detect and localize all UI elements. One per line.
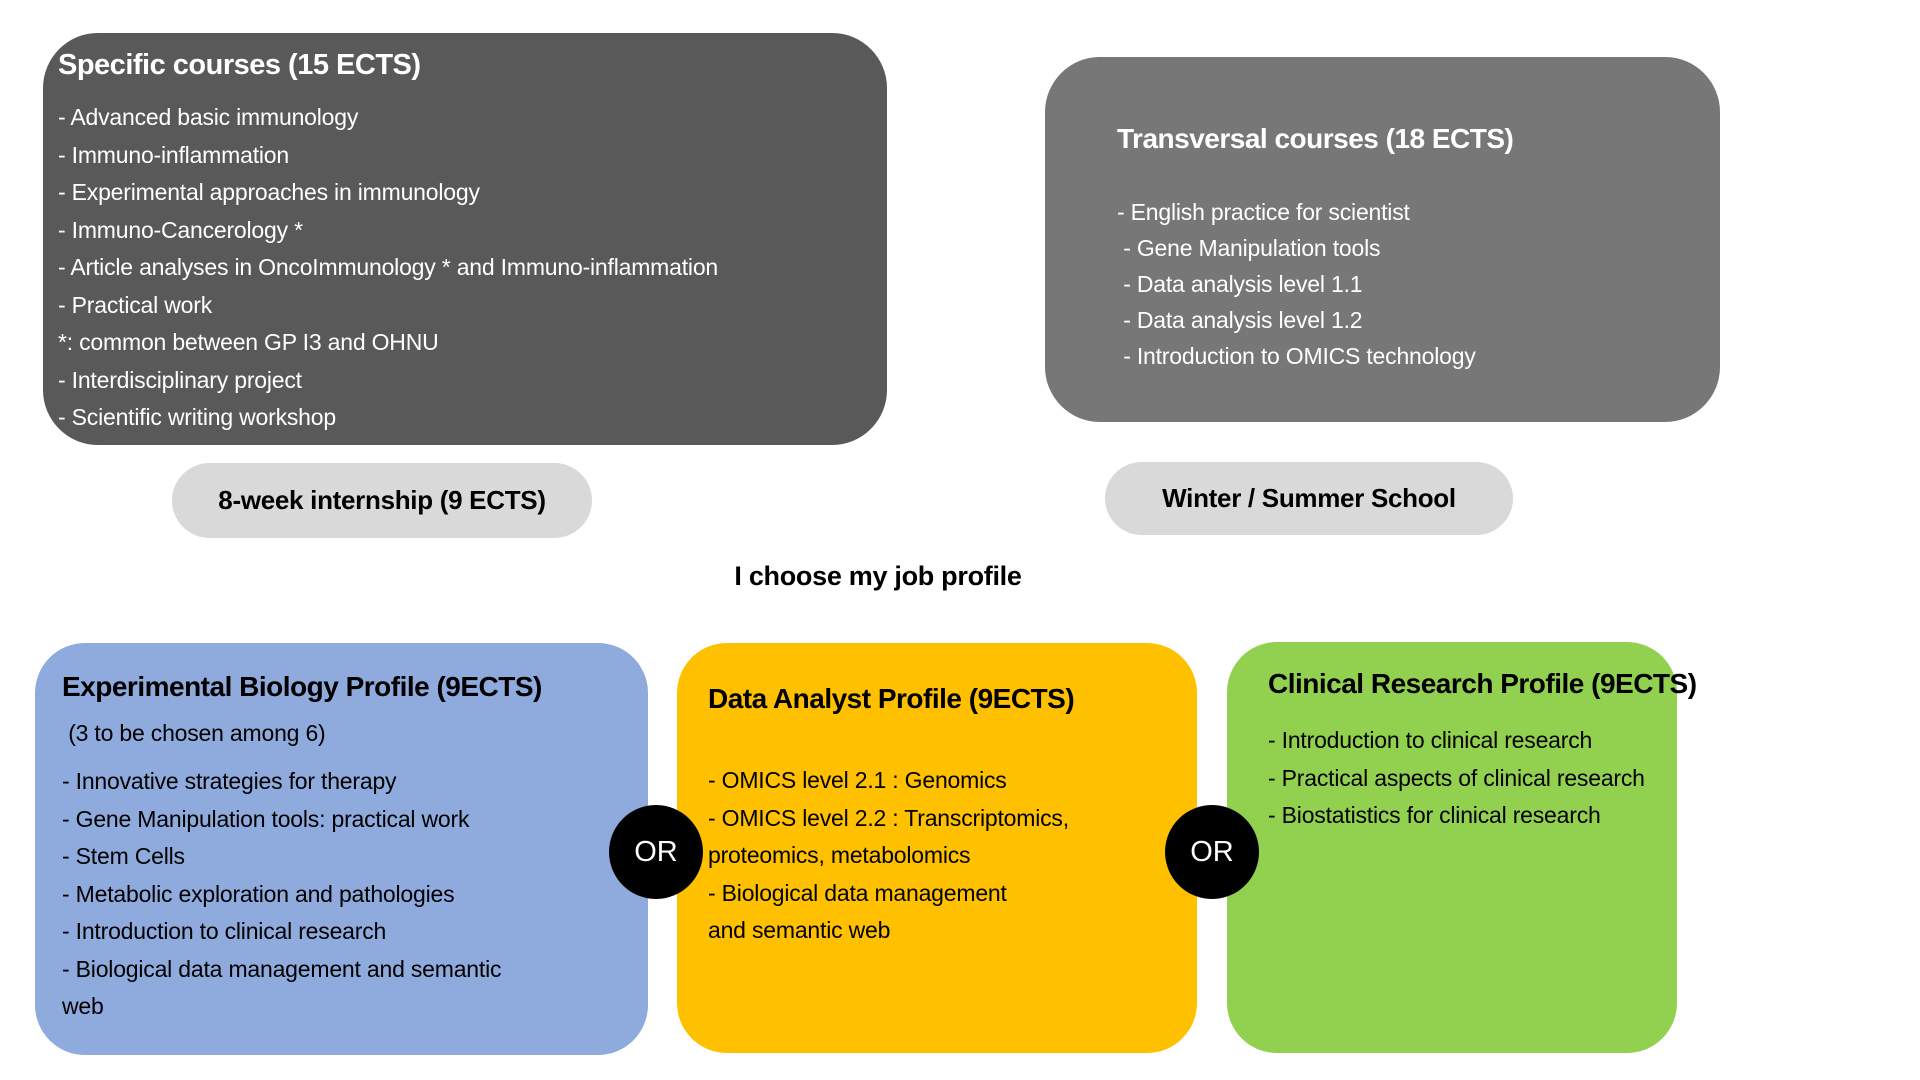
or-connector: OR (609, 805, 703, 899)
course-item: - Data analysis level 1.1 (1117, 271, 1363, 297)
course-item: - Biological data management and semanti… (62, 955, 502, 982)
course-item: - Introduction to OMICS technology (1117, 343, 1476, 369)
course-item: - Biostatistics for clinical research (1268, 802, 1601, 828)
course-item: - Practical work (58, 291, 212, 318)
course-item: - Immuno-Cancerology * (58, 216, 303, 243)
data-analyst-profile-title: Data Analyst Profile (9ECTS) (708, 683, 1075, 714)
course-item: - Experimental approaches in immunology (58, 179, 480, 205)
course-item: - Introduction to clinical research (1268, 727, 1593, 753)
course-item: - Stem Cells (62, 843, 185, 869)
transversal-courses-box: Transversal courses (18 ECTS) - English … (1045, 57, 1720, 422)
course-item: - Innovative strategies for therapy (62, 768, 397, 794)
course-item: - Gene Manipulation tools (1117, 235, 1381, 261)
course-item-wrap: proteomics, metabolomics (708, 842, 971, 868)
course-item-wrap: web (62, 993, 104, 1019)
experimental-biology-profile-box: Experimental Biology Profile (9ECTS) (3 … (35, 643, 648, 1055)
transversal-courses-list: - English practice for scientist - Gene … (1117, 194, 1700, 374)
course-item: - Metabolic exploration and pathologies (62, 880, 455, 907)
specific-courses-box: Specific courses (15 ECTS) - Advanced ba… (43, 33, 887, 445)
data-analyst-profile-list: - OMICS level 2.1 : Genomics - OMICS lev… (708, 762, 1179, 950)
course-item: - OMICS level 2.1 : Genomics (708, 767, 1007, 793)
clinical-research-profile-title: Clinical Research Profile (9ECTS) (1268, 668, 1697, 699)
course-item: - Immuno-inflammation (58, 141, 289, 168)
course-item: - Introduction to clinical research (62, 918, 387, 944)
winter-summer-school-pill: Winter / Summer School (1105, 462, 1513, 535)
experimental-biology-profile-subtitle: (3 to be chosen among 6) (62, 720, 326, 746)
choose-job-profile-label: I choose my job profile (734, 561, 1022, 591)
course-item-wrap: and semantic web (708, 917, 891, 943)
course-item: - Scientific writing workshop (58, 404, 336, 430)
or-label: OR (634, 835, 678, 868)
course-item: - Interdisciplinary project (58, 366, 302, 393)
internship-pill: 8-week internship (9 ECTS) (172, 463, 592, 538)
course-item: - Biological data management (708, 879, 1007, 906)
course-item: - OMICS level 2.2 : Transcriptomics, (708, 804, 1069, 831)
specific-courses-list: - Advanced basic immunology - Immuno-inf… (58, 99, 869, 437)
or-connector: OR (1165, 805, 1259, 899)
clinical-research-profile-box: Clinical Research Profile (9ECTS) - Intr… (1227, 642, 1697, 1053)
course-item: - English practice for scientist (1117, 199, 1410, 225)
specific-courses-title: Specific courses (15 ECTS) (58, 49, 421, 81)
course-footnote: *: common between GP I3 and OHNU (58, 329, 439, 355)
data-analyst-profile-box: Data Analyst Profile (9ECTS) - OMICS lev… (677, 643, 1197, 1053)
transversal-courses-title: Transversal courses (18 ECTS) (1117, 123, 1514, 154)
course-item: - Gene Manipulation tools: practical wor… (62, 805, 470, 832)
experimental-biology-profile-list: - Innovative strategies for therapy - Ge… (62, 763, 630, 1026)
course-item: - Article analyses in OncoImmunology * a… (58, 254, 719, 280)
course-item: - Data analysis level 1.2 (1117, 307, 1363, 333)
course-item: - Advanced basic immunology (58, 104, 359, 130)
course-item: - Practical aspects of clinical research (1268, 764, 1645, 791)
clinical-research-profile-list: - Introduction to clinical research - Pr… (1268, 722, 1659, 835)
or-label: OR (1190, 835, 1234, 868)
experimental-biology-profile-title: Experimental Biology Profile (9ECTS) (62, 671, 542, 702)
